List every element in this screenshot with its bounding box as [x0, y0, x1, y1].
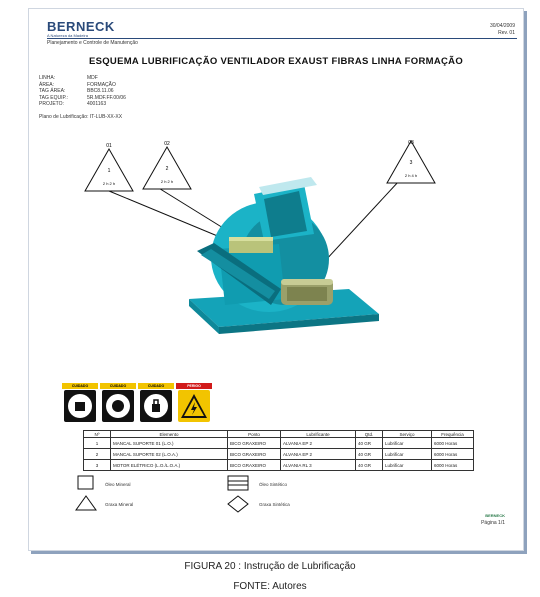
col-header-frequency: Frequência	[431, 430, 474, 438]
info-row: TAG EQUIP.: 5R.MDF.FF.00/06	[39, 95, 126, 102]
fan-machine-illustration: 01 1 2 h 2 h 02 2 2 h 2 h 03 3 2 h 4 h	[84, 139, 436, 334]
cell-element: MOTOR ELÉTRICO (L.O./L.O.A.)	[110, 459, 228, 471]
legend-grease-mineral: Graxa Mineral	[105, 502, 134, 507]
col-header-lubricant: Lubrificante	[280, 430, 356, 438]
cell-point: BICO GRAXEIRO	[227, 459, 281, 471]
col-header-element: Elemento	[110, 430, 228, 438]
col-header-number: Nº	[83, 430, 111, 438]
cell-service: Lubrificar	[382, 448, 432, 460]
callout-03-number: 3	[410, 160, 413, 166]
lockout-icon	[140, 390, 172, 422]
lubrication-table: Nº Elemento Ponto Lubrificante Qtd. Serv…	[83, 430, 474, 471]
department-label: Planejamento e Controle de Manutenção	[47, 40, 138, 46]
grease-mineral-triangle-icon	[75, 495, 97, 511]
info-key: ÁREA:	[39, 81, 55, 88]
info-value: MDF	[87, 75, 98, 81]
table-header-row: Nº Elemento Ponto Lubrificante Qtd. Serv…	[83, 430, 474, 438]
warning-badge-1: CUIDADO	[62, 383, 98, 389]
electric-hazard-icon	[178, 390, 210, 422]
cell-number: 1	[83, 437, 111, 449]
legend-oil-mineral: Óleo Mineral	[105, 482, 131, 487]
info-key: PROJETO:	[39, 101, 64, 107]
col-header-qty: Qtd.	[355, 430, 383, 438]
cell-frequency: 6000 Horas	[431, 459, 474, 471]
cell-qty: 40 GR	[355, 437, 383, 449]
col-header-service: Serviço	[382, 430, 432, 438]
cell-qty: 40 GR	[355, 448, 383, 460]
callout-01: 01 1 2 h 2 h	[84, 143, 134, 192]
cell-number: 3	[83, 459, 111, 471]
cell-qty: 40 GR	[355, 459, 383, 471]
figure-source: FONTE: Autores	[233, 581, 307, 592]
cell-number: 2	[83, 448, 111, 460]
cell-frequency: 6000 Horas	[431, 437, 474, 449]
info-row: ÁREA: FORMAÇÃO	[39, 82, 126, 89]
figure-caption: FIGURA 20 : Instrução de Lubrificação	[184, 561, 356, 572]
info-value: FORMAÇÃO	[87, 81, 116, 88]
table-row: 3 MOTOR ELÉTRICO (L.O./L.O.A.) BICO GRAX…	[83, 459, 474, 471]
belt-guard	[197, 243, 281, 305]
info-value: 5R.MDF.FF.00/06	[87, 94, 126, 101]
callout-03-id: 03	[408, 140, 414, 146]
warning-signs: CUIDADO CUIDADO CUIDADO PERIGO	[62, 383, 220, 425]
lubrication-plan-ref: Plano de Lubrificação: IT-LUB-XX-XX	[39, 114, 123, 120]
document-revision: Rev. 01	[498, 30, 515, 36]
callout-03-frequency: 2 h 4 h	[405, 173, 417, 178]
legend-oil-synthetic: Óleo Sintético	[259, 482, 288, 487]
cell-lubricant: ALVANIA RL 3	[280, 459, 356, 471]
hand-protection-icon	[64, 390, 96, 422]
logo-tagline: A Natureza da Madeira	[47, 33, 88, 38]
info-key: LINHA:	[39, 75, 56, 81]
header-meta: 30/04/2009 Rev. 01	[490, 23, 515, 37]
warning-badge-4: PERIGO	[176, 383, 212, 389]
table-row: 2 MANCAL SUPORTE 02 (L.O.A.) BICO GRAXEI…	[83, 448, 474, 460]
page-number: Página 1/1	[481, 520, 505, 526]
callout-01-id: 01	[106, 143, 112, 149]
warning-badge-3: CUIDADO	[138, 383, 174, 389]
info-value: 4001163	[87, 101, 107, 107]
info-row: TAG ÁREA: BBC8.11.06	[39, 88, 126, 95]
callout-03: 03 3 2 h 4 h	[386, 139, 436, 184]
callout-01-number: 1	[108, 168, 111, 174]
oil-mineral-square-icon	[77, 475, 94, 490]
grease-synthetic-diamond-icon	[227, 495, 249, 513]
callout-02-number: 2	[166, 166, 169, 172]
info-key: TAG EQUIP.:	[39, 94, 68, 101]
callout-02-id: 02	[164, 141, 170, 147]
cell-service: Lubrificar	[382, 437, 432, 449]
cell-frequency: 6000 Horas	[431, 448, 474, 460]
cell-lubricant: ALVANIA EP 2	[280, 437, 356, 449]
oil-synthetic-rect-icon	[227, 475, 249, 491]
info-value: BBC8.11.06	[87, 88, 114, 94]
col-header-point: Ponto	[227, 430, 281, 438]
cell-point: BICO GRAXEIRO	[227, 448, 281, 460]
company-logo: BERNECK	[47, 19, 115, 34]
info-row: LINHA: MDF	[39, 75, 126, 82]
cell-service: Lubrificar	[382, 459, 432, 471]
electric-motor	[281, 279, 333, 305]
callout-02-frequency: 2 h 2 h	[161, 179, 173, 184]
equipment-info: LINHA: MDF ÁREA: FORMAÇÃO TAG ÁREA: BBC8.11…	[39, 75, 126, 108]
cell-lubricant: ALVANIA EP 2	[280, 448, 356, 460]
callout-02: 02 2 2 h 2 h	[142, 141, 192, 190]
info-row: PROJETO: 4001163	[39, 101, 126, 108]
legend-grease-synthetic: Graxa Sintética	[259, 502, 290, 507]
lubrication-document: BERNECK A Natureza da Madeira Planejamen…	[28, 8, 524, 551]
cell-point: BICO GRAXEIRO	[227, 437, 281, 449]
warning-badge-2: CUIDADO	[100, 383, 136, 389]
footer-logo: BERNECK	[485, 513, 505, 518]
rotating-parts-icon	[102, 390, 134, 422]
page-title: ESQUEMA LUBRIFICAÇÃO VENTILADOR EXAUST F…	[88, 56, 464, 67]
cell-element: MANCAL SUPORTE 01 (L.O.)	[110, 437, 228, 449]
header-rule	[47, 38, 517, 39]
callout-01-frequency: 2 h 2 h	[103, 181, 115, 186]
table-row: 1 MANCAL SUPORTE 01 (L.O.) BICO GRAXEIRO…	[83, 437, 474, 449]
document-date: 30/04/2009	[489, 23, 515, 29]
info-key: TAG ÁREA:	[39, 88, 66, 94]
cell-element: MANCAL SUPORTE 02 (L.O.A.)	[110, 448, 228, 460]
